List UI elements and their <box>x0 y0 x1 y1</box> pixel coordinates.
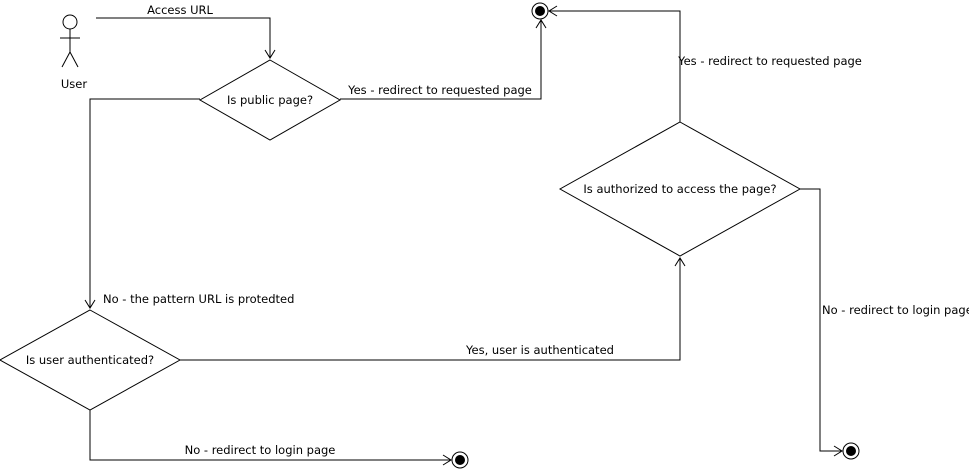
arrow-head-icon <box>264 49 276 59</box>
edge-public-yes: Yes - redirect to requested page <box>340 19 547 100</box>
edge-label-authorized-no: No - redirect to login page <box>822 303 969 317</box>
arrow-head-icon <box>442 454 452 466</box>
final-node-bottom-right <box>842 442 860 460</box>
final-node-bottom-left <box>451 451 469 469</box>
edge-label-auth-no: No - redirect to login page <box>185 443 336 457</box>
actor-label: User <box>61 77 87 91</box>
user-actor: User <box>60 14 87 91</box>
edge-auth-no: No - redirect to login page <box>89 410 452 466</box>
final-node-top <box>531 2 549 20</box>
decision-is-authorized: Is authorized to access the page? <box>558 121 802 257</box>
decision-label-is-authorized: Is authorized to access the page? <box>583 182 776 196</box>
edge-label-public-no: No - the pattern URL is protedted <box>103 292 294 306</box>
edge-label-access-url: Access URL <box>147 3 213 17</box>
decision-is-public: Is public page? <box>198 59 342 141</box>
edge-authorized-no: No - redirect to login page <box>800 188 969 457</box>
arrow-head-icon <box>84 299 96 309</box>
actor-right-leg <box>69 51 79 68</box>
edge-label-auth-yes: Yes, user is authenticated <box>465 343 614 357</box>
edge-auth-yes: Yes, user is authenticated <box>180 257 686 361</box>
edge-public-no: No - the pattern URL is protedted <box>84 98 294 309</box>
arrow-head-icon <box>833 445 843 457</box>
actor-head <box>62 14 78 30</box>
arrow-head-icon <box>674 257 686 267</box>
edge-label-public-yes: Yes - redirect to requested page <box>347 83 532 97</box>
decision-is-authenticated: Is user authenticated? <box>0 309 182 411</box>
arrow-head-icon <box>548 5 558 17</box>
actor-left-leg <box>61 51 71 68</box>
decision-label-is-authenticated: Is user authenticated? <box>26 353 154 367</box>
edge-access-url: Access URL <box>96 3 276 59</box>
decision-label-is-public: Is public page? <box>227 93 313 107</box>
edge-label-authorized-yes: Yes - redirect to requested page <box>677 54 862 68</box>
edge-authorized-yes: Yes - redirect to requested page <box>548 5 862 122</box>
arrow-head-icon <box>535 19 547 29</box>
